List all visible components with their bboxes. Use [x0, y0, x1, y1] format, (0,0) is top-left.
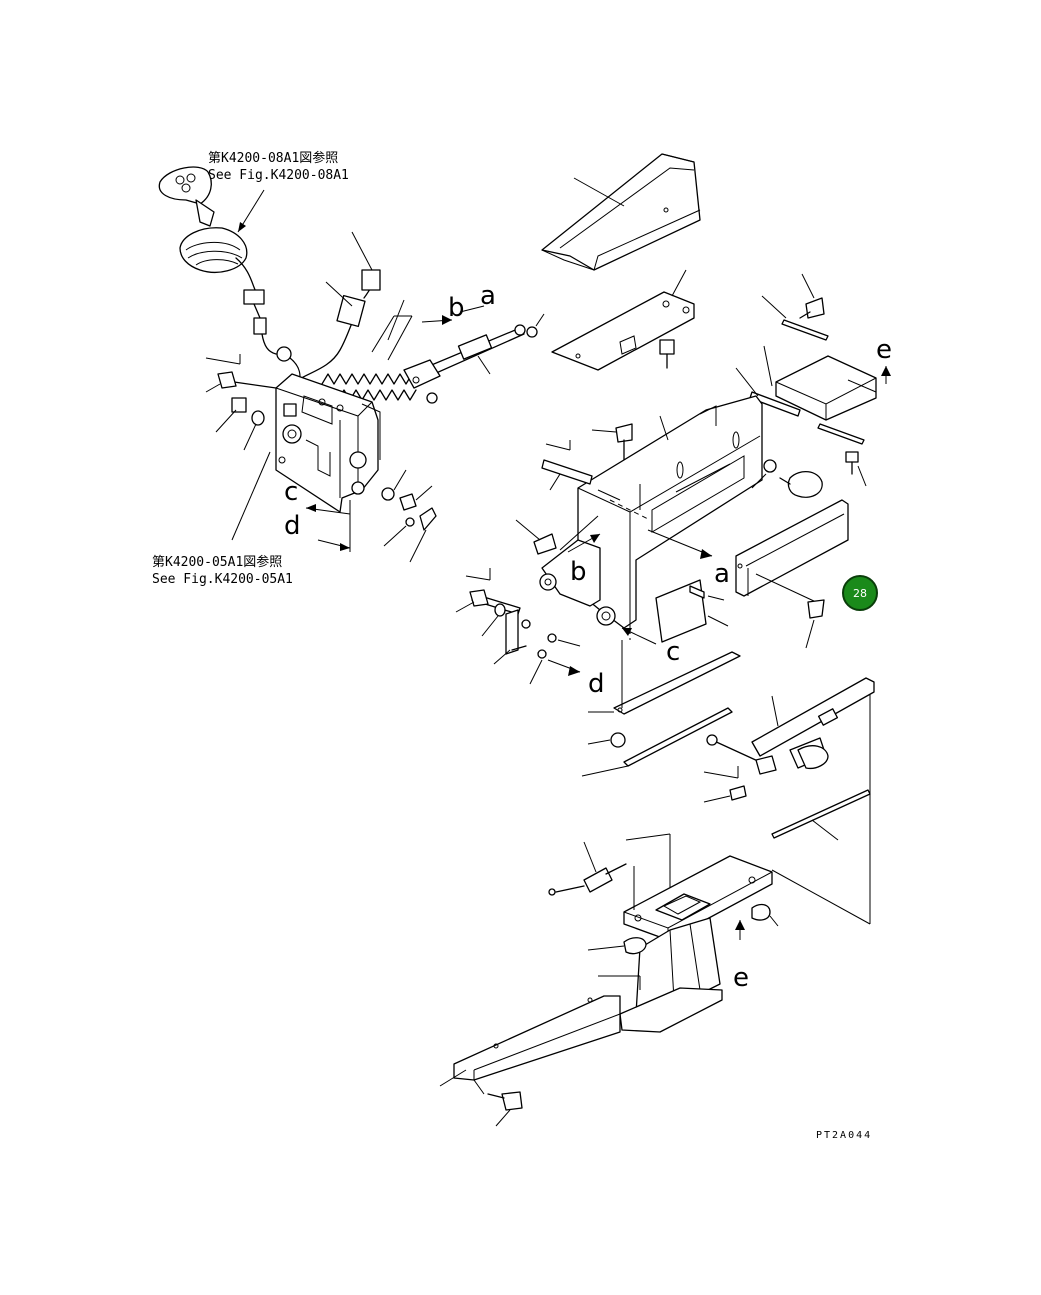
ref-bottom-line1: 第K4200-05A1図参照	[152, 554, 282, 570]
main-frame-hardware: d	[455, 440, 605, 699]
arrow-label-d-main: d	[588, 669, 605, 699]
callout-badge-label: 28	[853, 586, 867, 600]
ref-bottom-line2: See Fig.K4200-05A1	[152, 572, 293, 587]
arrow-label-a-main: a	[714, 559, 730, 589]
arrow-label-e-top: e	[876, 335, 892, 365]
arrow-label-c-main: c	[666, 637, 680, 667]
control-rod	[403, 305, 545, 404]
upper-plate	[551, 269, 695, 371]
arrow-label-e-bottom: e	[733, 963, 749, 993]
lever-bracket-box	[231, 373, 381, 541]
top-cover	[541, 153, 701, 271]
right-switch-cluster	[703, 677, 875, 924]
arrow-label-b-main: b	[570, 557, 587, 587]
left-hardware	[205, 354, 437, 563]
arrow-label-c-left: c	[284, 477, 298, 507]
arrow-label-d-left: d	[284, 511, 301, 541]
top-right-bolts	[591, 273, 829, 473]
side-cover	[655, 459, 849, 649]
middle-strips	[581, 640, 741, 777]
arrow-label-b-top: b	[448, 293, 465, 323]
arrow-label-a-top: a	[480, 281, 496, 311]
drawing-code: PT2A044	[816, 1130, 872, 1141]
main-frame-arrows: a b c	[567, 529, 730, 667]
harness-connector	[297, 231, 381, 381]
left-arrows: c d b a	[284, 281, 496, 552]
callout-badge-28[interactable]: 28	[842, 575, 878, 611]
joystick-lever	[158, 166, 301, 387]
ref-top-line2: See Fig.K4200-08A1	[208, 168, 349, 183]
main-console-frame	[539, 395, 763, 640]
lower-stand: e	[439, 855, 871, 1127]
fuse-connector	[548, 833, 671, 912]
right-bracket-box: e	[735, 335, 892, 487]
spring-assembly	[321, 299, 419, 401]
ref-top-line1: 第K4200-08A1図参照	[208, 150, 338, 166]
